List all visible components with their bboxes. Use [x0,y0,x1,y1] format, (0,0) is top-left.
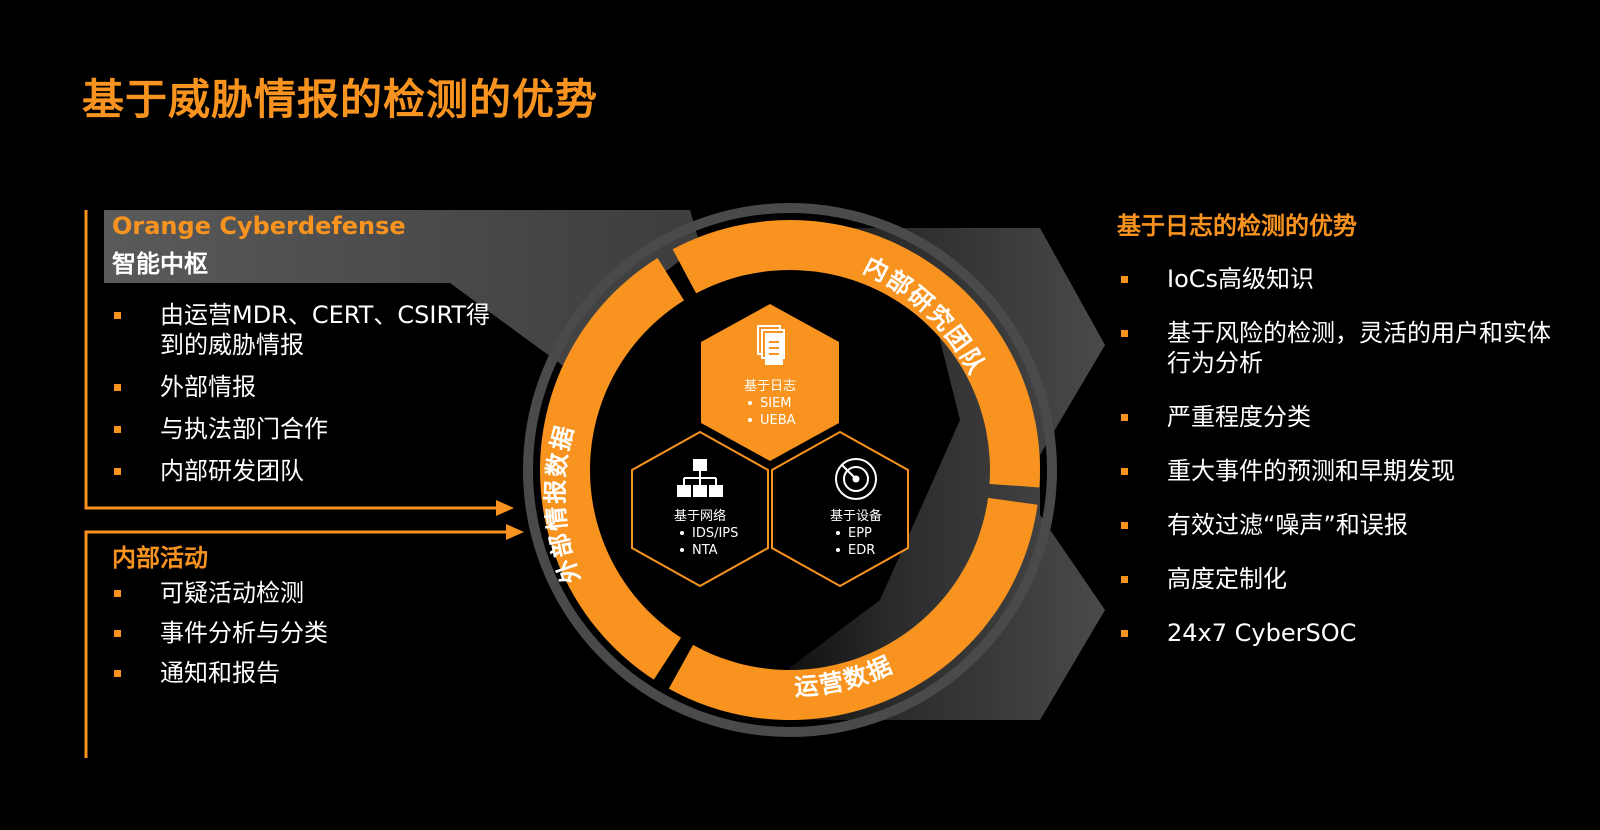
bullet-marker [1121,414,1128,421]
arrow-head-internal [506,524,524,540]
ring-outer-frame [523,203,1057,737]
list-item: 24x7 CyberSOC [1121,618,1567,648]
list-item: 内部研发团队 [114,456,500,486]
document-stack-icon [757,325,785,365]
list-item: 高度定制化 [1121,564,1567,594]
hub-name: 智能中枢 [112,250,208,278]
list-item: 与执法部门合作 [114,414,500,444]
hex-log-dot-1 [748,401,752,405]
hex-log-title: 基于日志 [744,379,796,394]
bullet-marker [114,670,121,677]
brand-name: Orange Cyberdefense [112,212,406,240]
internal-title: 内部活动 [112,544,208,572]
list-item: 可疑活动检测 [114,578,500,608]
ring-segments [540,220,1040,720]
list-item: 事件分析与分类 [114,618,500,648]
bullet-marker [1121,330,1128,337]
hex-log-dot-2 [748,418,752,422]
hex-log-item-2: UEBA [760,413,796,428]
hex-device-item-1: EPP [848,526,872,541]
list-item: 基于风险的检测，灵活的用户和实体行为分析 [1121,318,1567,378]
bullet-marker [1121,630,1128,637]
list-item: 有效过滤“噪声”和误报 [1121,510,1567,540]
hex-network-dot-1 [680,531,684,535]
bullet-marker [1121,276,1128,283]
hex-device-dot-1 [836,531,840,535]
hex-network-item-2: NTA [692,543,718,558]
intel-band [104,210,700,368]
right-title: 基于日志的检测的优势 [1117,212,1357,240]
bullet-marker [1121,522,1128,529]
list-item: IoCs高级知识 [1121,264,1567,294]
bullet-marker [114,312,121,319]
intel-list: 由运营MDR、CERT、CSIRT得到的威胁情报 外部情报 与执法部门合作 内部… [114,300,500,498]
bullet-marker [114,468,121,475]
list-item: 严重程度分类 [1121,402,1567,432]
radar-icon [835,458,877,500]
bullet-marker [1121,576,1128,583]
internal-list: 可疑活动检测 事件分析与分类 通知和报告 [114,578,500,698]
left-connector-lines [84,210,510,758]
hex-device-item-2: EDR [848,543,875,558]
ring-segment-research [672,220,1040,488]
hex-device-title: 基于设备 [830,508,882,524]
bullet-marker [114,384,121,391]
hex-log [701,304,839,461]
hex-network [631,430,769,588]
list-item: 外部情报 [114,372,500,402]
hex-log-item-1: SIEM [760,396,792,411]
hex-network-title: 基于网络 [674,508,726,524]
bullet-marker [1121,468,1128,475]
hex-device-dot-2 [836,548,840,552]
list-item: 由运营MDR、CERT、CSIRT得到的威胁情报 [114,300,500,360]
arrow-head-intel [496,500,514,516]
bullet-marker [114,590,121,597]
bullet-marker [114,630,121,637]
list-item: 通知和报告 [114,658,500,688]
list-item: 重大事件的预测和早期发现 [1121,456,1567,486]
page-title: 基于威胁情报的检测的优势 [82,75,599,124]
network-tree-icon [677,459,723,497]
ring-segment-external [540,257,685,680]
bullet-marker [114,426,121,433]
ring-segment-ops [668,497,1038,720]
hex-network-dot-2 [680,548,684,552]
hex-network-item-1: IDS/IPS [692,526,738,541]
right-list: IoCs高级知识 基于风险的检测，灵活的用户和实体行为分析 严重程度分类 重大事… [1121,264,1567,672]
